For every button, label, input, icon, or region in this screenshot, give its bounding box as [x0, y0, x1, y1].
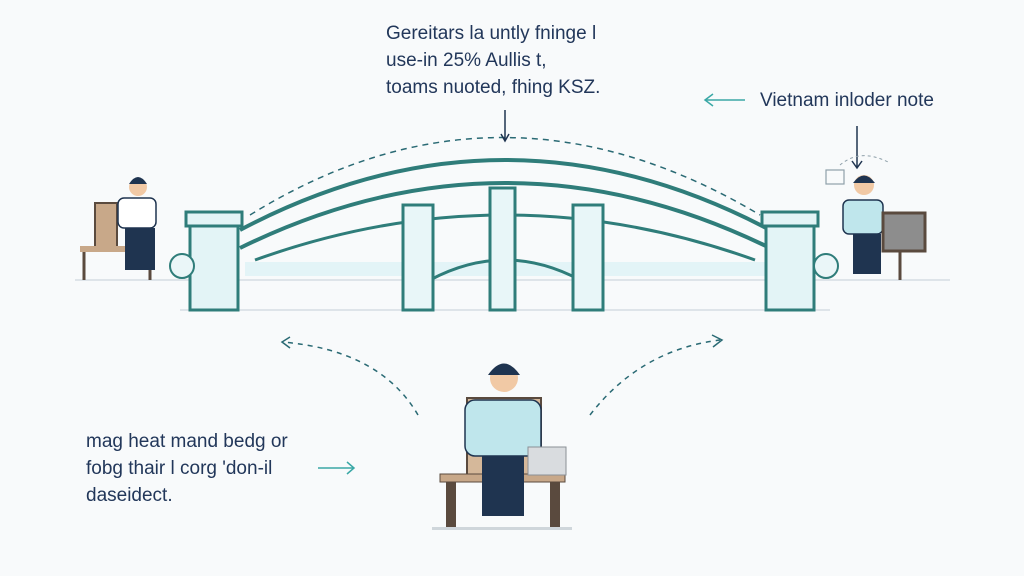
- left-sync-icon: [169, 253, 195, 279]
- bridge-pillars: [401, 186, 605, 312]
- left-caption-line: fobg thair l corg 'don-il: [86, 458, 273, 479]
- center-person: [432, 363, 572, 530]
- laptop-icon: [527, 446, 567, 476]
- left-tower: [184, 210, 244, 312]
- curved-arrow-left: [281, 341, 419, 416]
- top-caption-line: use-in 25% Aullis t,: [386, 50, 547, 71]
- down-arrow-icon-right: [851, 126, 863, 170]
- top-caption-line: Gereitars la untly fningе l: [386, 23, 597, 44]
- right-person: [825, 155, 927, 280]
- left-caption-line: mag heat mand bedg or: [86, 431, 288, 452]
- mail-icon: [825, 169, 845, 185]
- right-caption: Vietnam inloder note: [760, 90, 934, 111]
- bridge-arch-inner: [239, 181, 771, 250]
- left-caption-line: daseidect.: [86, 485, 173, 506]
- laptop-icon: [881, 211, 927, 253]
- left-caption: mag heat mand bedg or fobg thair l corg …: [86, 428, 288, 509]
- bridge-arch-outer: [239, 158, 771, 232]
- left-arrow-icon: [703, 93, 745, 107]
- right-arrow-icon: [318, 461, 356, 475]
- right-tower: [760, 210, 820, 312]
- right-sync-icon: [813, 253, 839, 279]
- curved-arrow-right: [589, 339, 721, 416]
- left-person: [80, 177, 157, 280]
- top-caption-line: toams nuoted, fhing KSZ.: [386, 77, 601, 98]
- top-caption: Gereitars la untly fningе l use-in 25% A…: [386, 20, 600, 101]
